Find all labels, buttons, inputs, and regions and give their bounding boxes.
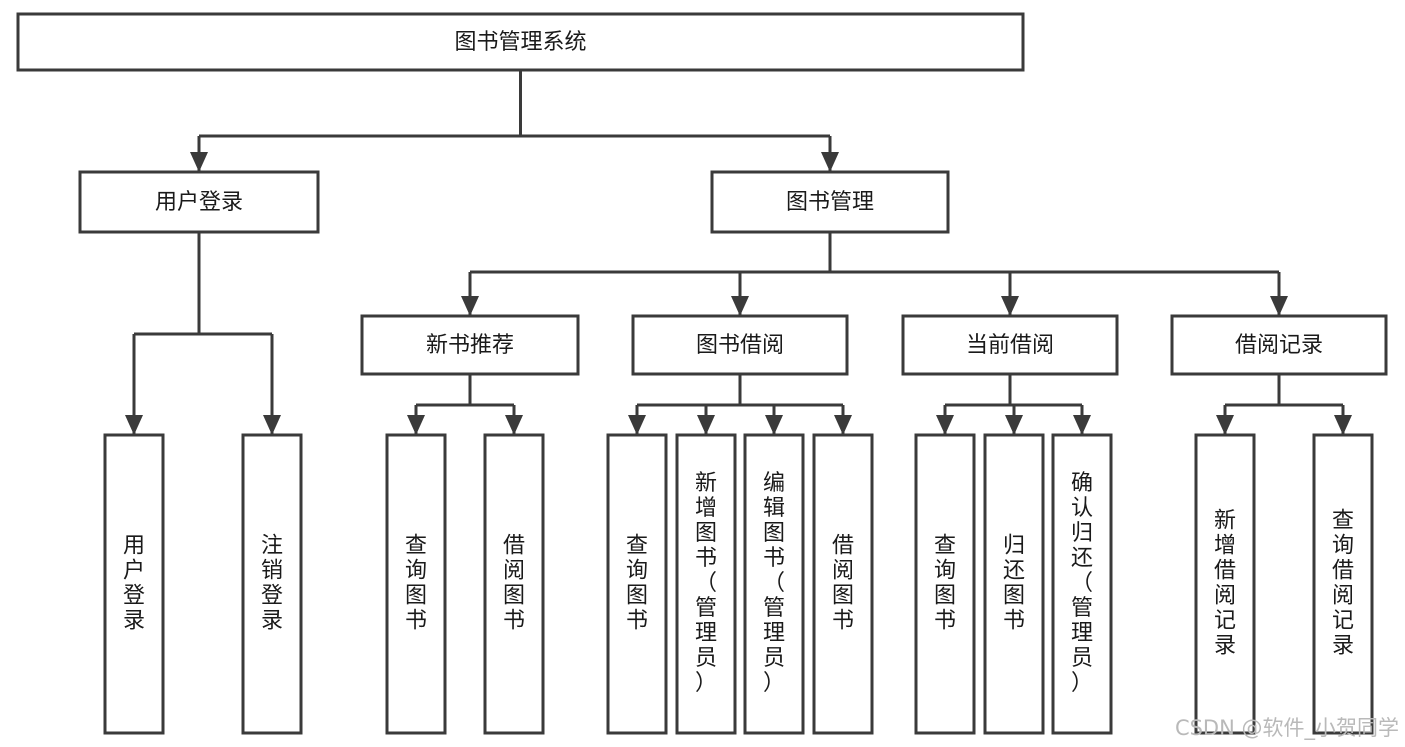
arrow-down-icon-book-borrow-0 — [628, 415, 646, 435]
node-leaf-edit-book[interactable]: 编辑图书（管理员） — [743, 433, 805, 735]
node-book-borrow[interactable]: 图书借阅 — [631, 314, 849, 376]
node-borrow-record[interactable]: 借阅记录 — [1170, 314, 1388, 376]
node-label-leaf-user-login: 用户登录 — [123, 534, 145, 634]
node-leaf-query-book-2[interactable]: 查询图书 — [606, 433, 668, 735]
node-box-leaf-query-book-3[interactable] — [914, 433, 976, 735]
csdn-watermark: CSDN @软件_小贺同学 — [1175, 716, 1399, 741]
node-label-leaf-add-record: 新增借阅记录 — [1214, 509, 1236, 659]
arrow-down-icon-user-login-0 — [125, 415, 143, 435]
connector-layer — [125, 70, 1352, 435]
node-box-current-borrow[interactable] — [901, 314, 1119, 376]
node-label-leaf-add-book: 新增图书（管理员） — [695, 471, 717, 696]
node-box-new-book-recommend[interactable] — [360, 314, 580, 376]
arrow-down-icon-current-borrow-2 — [1073, 415, 1091, 435]
node-label-new-book-recommend: 新书推荐 — [426, 333, 514, 358]
node-user-login[interactable]: 用户登录 — [78, 170, 320, 234]
node-label-leaf-return-book: 归还图书 — [1003, 534, 1025, 634]
node-current-borrow[interactable]: 当前借阅 — [901, 314, 1119, 376]
arrow-down-icon-book-manage-3 — [1270, 296, 1288, 316]
node-label-leaf-query-book-3: 查询图书 — [934, 534, 956, 634]
node-label-user-login: 用户登录 — [155, 190, 243, 215]
node-leaf-add-book[interactable]: 新增图书（管理员） — [675, 433, 737, 735]
arrow-down-icon-borrow-record-1 — [1334, 415, 1352, 435]
node-leaf-return-book[interactable]: 归还图书 — [983, 433, 1045, 735]
node-leaf-borrow-book-2[interactable]: 借阅图书 — [812, 433, 874, 735]
node-box-leaf-add-record[interactable] — [1194, 433, 1256, 735]
node-box-root[interactable] — [16, 12, 1025, 72]
node-box-leaf-edit-book[interactable] — [743, 433, 805, 735]
node-label-leaf-borrow-book-1: 借阅图书 — [503, 534, 525, 634]
node-leaf-query-book-3[interactable]: 查询图书 — [914, 433, 976, 735]
node-box-user-login[interactable] — [78, 170, 320, 234]
arrow-down-icon-book-borrow-2 — [765, 415, 783, 435]
node-label-leaf-query-book-1: 查询图书 — [405, 534, 427, 634]
node-box-leaf-user-login[interactable] — [103, 433, 165, 735]
node-box-leaf-user-logout[interactable] — [241, 433, 303, 735]
node-box-book-borrow[interactable] — [631, 314, 849, 376]
node-leaf-borrow-book-1[interactable]: 借阅图书 — [483, 433, 545, 735]
node-box-book-manage[interactable] — [710, 170, 950, 234]
node-label-book-borrow: 图书借阅 — [696, 333, 784, 358]
arrow-down-icon-root-0 — [190, 152, 208, 172]
node-label-leaf-query-book-2: 查询图书 — [626, 534, 648, 634]
node-leaf-add-record[interactable]: 新增借阅记录 — [1194, 433, 1256, 735]
arrow-down-icon-current-borrow-1 — [1005, 415, 1023, 435]
node-label-book-manage: 图书管理 — [786, 190, 874, 215]
node-box-leaf-return-book[interactable] — [983, 433, 1045, 735]
arrow-down-icon-new-book-recommend-0 — [407, 415, 425, 435]
node-box-leaf-query-record[interactable] — [1312, 433, 1374, 735]
node-box-leaf-query-book-1[interactable] — [385, 433, 447, 735]
node-label-leaf-user-logout: 注销登录 — [261, 534, 283, 634]
node-box-leaf-confirm-return[interactable] — [1051, 433, 1113, 735]
arrow-down-icon-book-manage-1 — [731, 296, 749, 316]
node-label-borrow-record: 借阅记录 — [1235, 333, 1323, 358]
arrow-down-icon-root-1 — [821, 152, 839, 172]
node-book-manage[interactable]: 图书管理 — [710, 170, 950, 234]
node-label-leaf-edit-book: 编辑图书（管理员） — [763, 471, 785, 696]
node-root[interactable]: 图书管理系统 — [16, 12, 1025, 72]
arrow-down-icon-book-manage-0 — [461, 296, 479, 316]
node-label-current-borrow: 当前借阅 — [966, 333, 1054, 358]
arrow-down-icon-book-borrow-1 — [697, 415, 715, 435]
arrow-down-icon-borrow-record-0 — [1216, 415, 1234, 435]
node-label-leaf-borrow-book-2: 借阅图书 — [832, 534, 854, 634]
node-leaf-query-book-1[interactable]: 查询图书 — [385, 433, 447, 735]
node-box-leaf-borrow-book-2[interactable] — [812, 433, 874, 735]
node-new-book-recommend[interactable]: 新书推荐 — [360, 314, 580, 376]
arrow-down-icon-book-manage-2 — [1001, 296, 1019, 316]
node-label-leaf-confirm-return: 确认归还（管理员） — [1071, 471, 1093, 696]
arrow-down-icon-user-login-1 — [263, 415, 281, 435]
node-label-root: 图书管理系统 — [454, 30, 586, 55]
node-box-borrow-record[interactable] — [1170, 314, 1388, 376]
node-leaf-confirm-return[interactable]: 确认归还（管理员） — [1051, 433, 1113, 735]
node-leaf-user-login[interactable]: 用户登录 — [103, 433, 165, 735]
arrow-down-icon-current-borrow-0 — [936, 415, 954, 435]
node-leaf-query-record[interactable]: 查询借阅记录 — [1312, 433, 1374, 735]
arrow-down-icon-book-borrow-3 — [834, 415, 852, 435]
node-box-leaf-borrow-book-1[interactable] — [483, 433, 545, 735]
node-box-leaf-add-book[interactable] — [675, 433, 737, 735]
node-label-leaf-query-record: 查询借阅记录 — [1332, 509, 1354, 659]
arrow-down-icon-new-book-recommend-1 — [505, 415, 523, 435]
node-leaf-user-logout[interactable]: 注销登录 — [241, 433, 303, 735]
node-box-leaf-query-book-2[interactable] — [606, 433, 668, 735]
node-layer: 图书管理系统用户登录图书管理新书推荐图书借阅当前借阅借阅记录用户登录注销登录查询… — [16, 12, 1388, 735]
